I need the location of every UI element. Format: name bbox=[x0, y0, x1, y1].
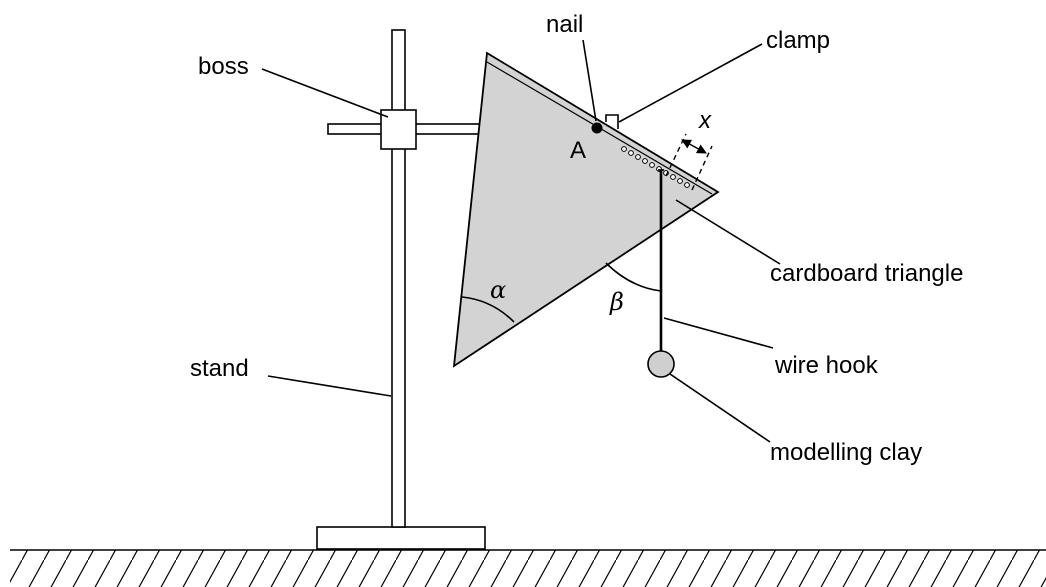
cardboard-triangle-shape bbox=[452, 51, 720, 368]
holes-row bbox=[621, 146, 690, 188]
leader-clamp bbox=[618, 43, 763, 123]
beta-arc bbox=[605, 262, 662, 292]
label-boss: boss bbox=[198, 53, 249, 80]
label-stand: stand bbox=[190, 355, 249, 382]
label-clamp: clamp bbox=[766, 27, 830, 54]
label-beta: β bbox=[609, 288, 624, 316]
stand-base bbox=[316, 526, 486, 550]
boss-block bbox=[380, 109, 417, 150]
label-alpha: α bbox=[490, 276, 506, 304]
label-cardboard-triangle: cardboard triangle bbox=[770, 260, 963, 287]
label-nail: nail bbox=[546, 11, 583, 38]
leader-stand bbox=[267, 375, 392, 397]
nail-point bbox=[591, 122, 603, 134]
leader-wire-hook bbox=[663, 317, 774, 349]
leader-cardboard bbox=[675, 199, 781, 265]
ground bbox=[10, 549, 1046, 587]
leader-lines bbox=[261, 39, 781, 443]
leader-nail bbox=[582, 39, 597, 122]
leader-boss bbox=[261, 68, 389, 118]
leader-clay bbox=[669, 373, 771, 443]
stand-rod bbox=[391, 29, 406, 528]
label-point-a: A bbox=[570, 137, 586, 164]
alpha-arc bbox=[461, 296, 515, 323]
modelling-clay-ball bbox=[647, 350, 675, 378]
x-dimension bbox=[665, 133, 713, 191]
label-x: x bbox=[698, 107, 712, 134]
clamp-shape bbox=[605, 114, 619, 129]
label-modelling-clay: modelling clay bbox=[770, 439, 922, 466]
label-wire-hook: wire hook bbox=[774, 352, 879, 379]
